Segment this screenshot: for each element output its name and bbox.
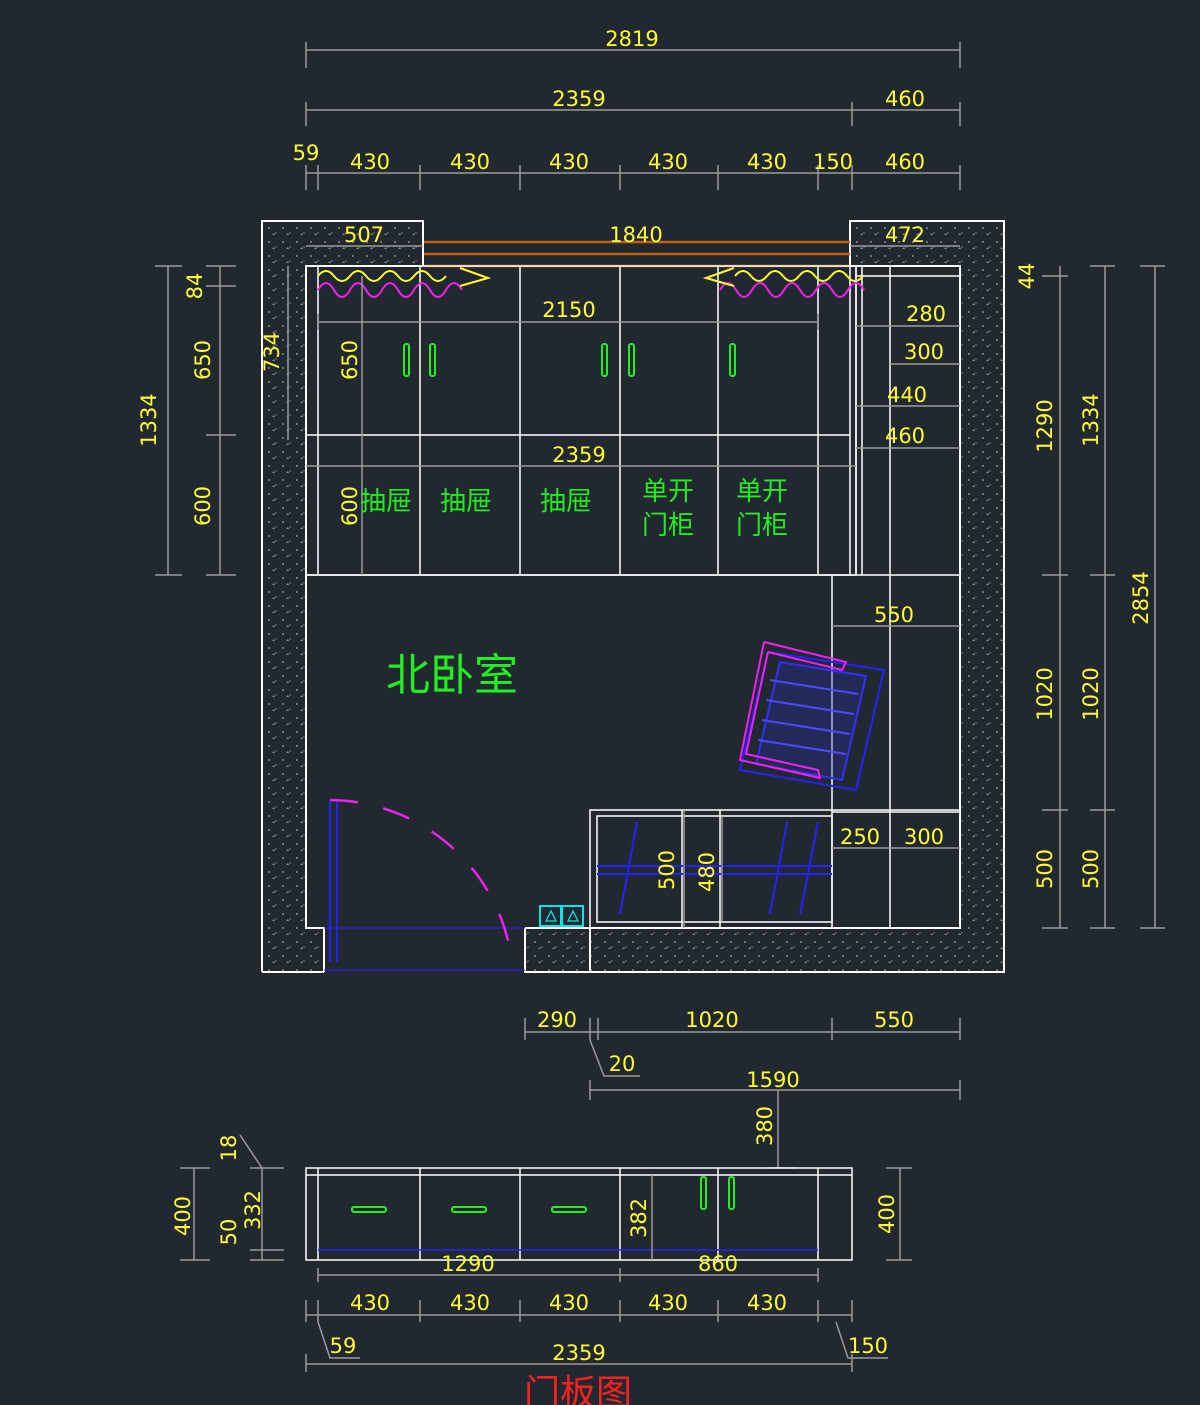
dim-460-top: 460 xyxy=(885,87,925,111)
dimension-lines xyxy=(155,42,1165,1169)
dim-300-right: 300 xyxy=(904,825,944,849)
dim-2359-top: 2359 xyxy=(552,87,605,111)
single-door-label-2b: 门柜 xyxy=(736,511,788,541)
dim-430-c: 430 xyxy=(549,150,589,174)
panel-dimension-lines xyxy=(180,1134,912,1372)
armchair xyxy=(738,641,886,792)
dim-panel-430-b: 430 xyxy=(450,1291,490,1315)
dim-84: 84 xyxy=(183,273,207,300)
curtain-right xyxy=(702,267,865,298)
dim-480: 480 xyxy=(695,852,719,892)
dim-734: 734 xyxy=(260,332,284,372)
door xyxy=(324,798,525,971)
dim-50: 50 xyxy=(217,1219,241,1246)
dim-500-right-b: 500 xyxy=(1079,849,1103,889)
dim-1590: 1590 xyxy=(746,1068,799,1092)
dim-59-top: 59 xyxy=(293,141,320,165)
dim-280: 280 xyxy=(906,302,946,326)
dim-430-b: 430 xyxy=(450,150,490,174)
dim-430-e: 430 xyxy=(747,150,787,174)
wardrobe-handles xyxy=(403,343,736,377)
drawer-label-1: 抽屉 xyxy=(360,487,412,517)
dim-332: 332 xyxy=(241,1190,265,1230)
desk-blue xyxy=(597,821,832,915)
dim-1290-right: 1290 xyxy=(1033,399,1057,452)
dim-2359-panel: 2359 xyxy=(552,1341,605,1365)
dim-2854: 2854 xyxy=(1129,571,1153,624)
dim-382: 382 xyxy=(627,1198,651,1238)
dim-1020-bottom: 1020 xyxy=(685,1008,738,1032)
single-door-label-2a: 单开 xyxy=(736,477,788,507)
dim-460-second: 460 xyxy=(885,150,925,174)
dim-300-inner: 300 xyxy=(904,340,944,364)
power-sockets xyxy=(539,905,584,927)
single-door-label-1a: 单开 xyxy=(642,477,694,507)
dim-440: 440 xyxy=(887,383,927,407)
dim-460-inner: 460 xyxy=(885,424,925,448)
dim-860: 860 xyxy=(698,1252,738,1276)
dim-1334-right: 1334 xyxy=(1079,393,1103,446)
dim-250: 250 xyxy=(840,825,880,849)
door-panel-title: 门板图 xyxy=(524,1373,632,1405)
panel-handles xyxy=(351,1176,735,1213)
dim-472: 472 xyxy=(885,223,925,247)
dim-2150: 2150 xyxy=(542,298,595,322)
dim-400-panel-right: 400 xyxy=(875,1194,899,1234)
wardrobe xyxy=(305,265,960,812)
dim-1290-panel: 1290 xyxy=(441,1252,494,1276)
dim-2819: 2819 xyxy=(605,27,658,51)
dim-panel-430-c: 430 xyxy=(549,1291,589,1315)
door-panel-elevation xyxy=(305,1167,853,1261)
dim-2359-inner: 2359 xyxy=(552,443,605,467)
dim-550-right: 550 xyxy=(874,603,914,627)
drawer-label-3: 抽屉 xyxy=(540,487,592,517)
dim-650-inner: 650 xyxy=(338,340,362,380)
curtain-left xyxy=(317,267,492,298)
dim-507: 507 xyxy=(344,223,384,247)
dim-1840: 1840 xyxy=(609,223,662,247)
dim-panel-430-a: 430 xyxy=(350,1291,390,1315)
dim-380: 380 xyxy=(753,1106,777,1146)
dim-600-left: 600 xyxy=(191,486,215,526)
dim-1020-right-a: 1020 xyxy=(1033,667,1057,720)
dim-500-cabinet: 500 xyxy=(655,850,679,890)
dimension-labels: 2819 2359 460 59 430 430 430 430 430 150… xyxy=(137,27,1153,1365)
dim-1020-right-b: 1020 xyxy=(1079,667,1103,720)
dim-400-panel-left: 400 xyxy=(171,1196,195,1236)
dim-44: 44 xyxy=(1015,263,1039,290)
dim-59-panel: 59 xyxy=(330,1334,357,1358)
dim-500-right-a: 500 xyxy=(1033,849,1057,889)
dim-1334-left: 1334 xyxy=(137,393,161,446)
dim-650-left: 650 xyxy=(191,340,215,380)
dim-150-panel: 150 xyxy=(848,1334,888,1358)
dim-430-d: 430 xyxy=(648,150,688,174)
dim-18: 18 xyxy=(217,1135,241,1162)
drawer-label-2: 抽屉 xyxy=(440,487,492,517)
dim-panel-430-d: 430 xyxy=(648,1291,688,1315)
dim-20: 20 xyxy=(609,1052,636,1076)
dim-600-inner: 600 xyxy=(338,486,362,526)
dim-430-a: 430 xyxy=(350,150,390,174)
room-labels: 北卧室 抽屉 抽屉 抽屉 单开 门柜 单开 门柜 门板图 xyxy=(360,477,788,1405)
dim-panel-430-e: 430 xyxy=(747,1291,787,1315)
single-door-label-1b: 门柜 xyxy=(642,511,694,541)
room-title: 北卧室 xyxy=(386,650,518,701)
wall-hatch xyxy=(262,221,1004,971)
wall-outlines xyxy=(261,220,1005,973)
dim-150-top: 150 xyxy=(813,150,853,174)
dim-550-bottom: 550 xyxy=(874,1008,914,1032)
dim-290: 290 xyxy=(537,1008,577,1032)
